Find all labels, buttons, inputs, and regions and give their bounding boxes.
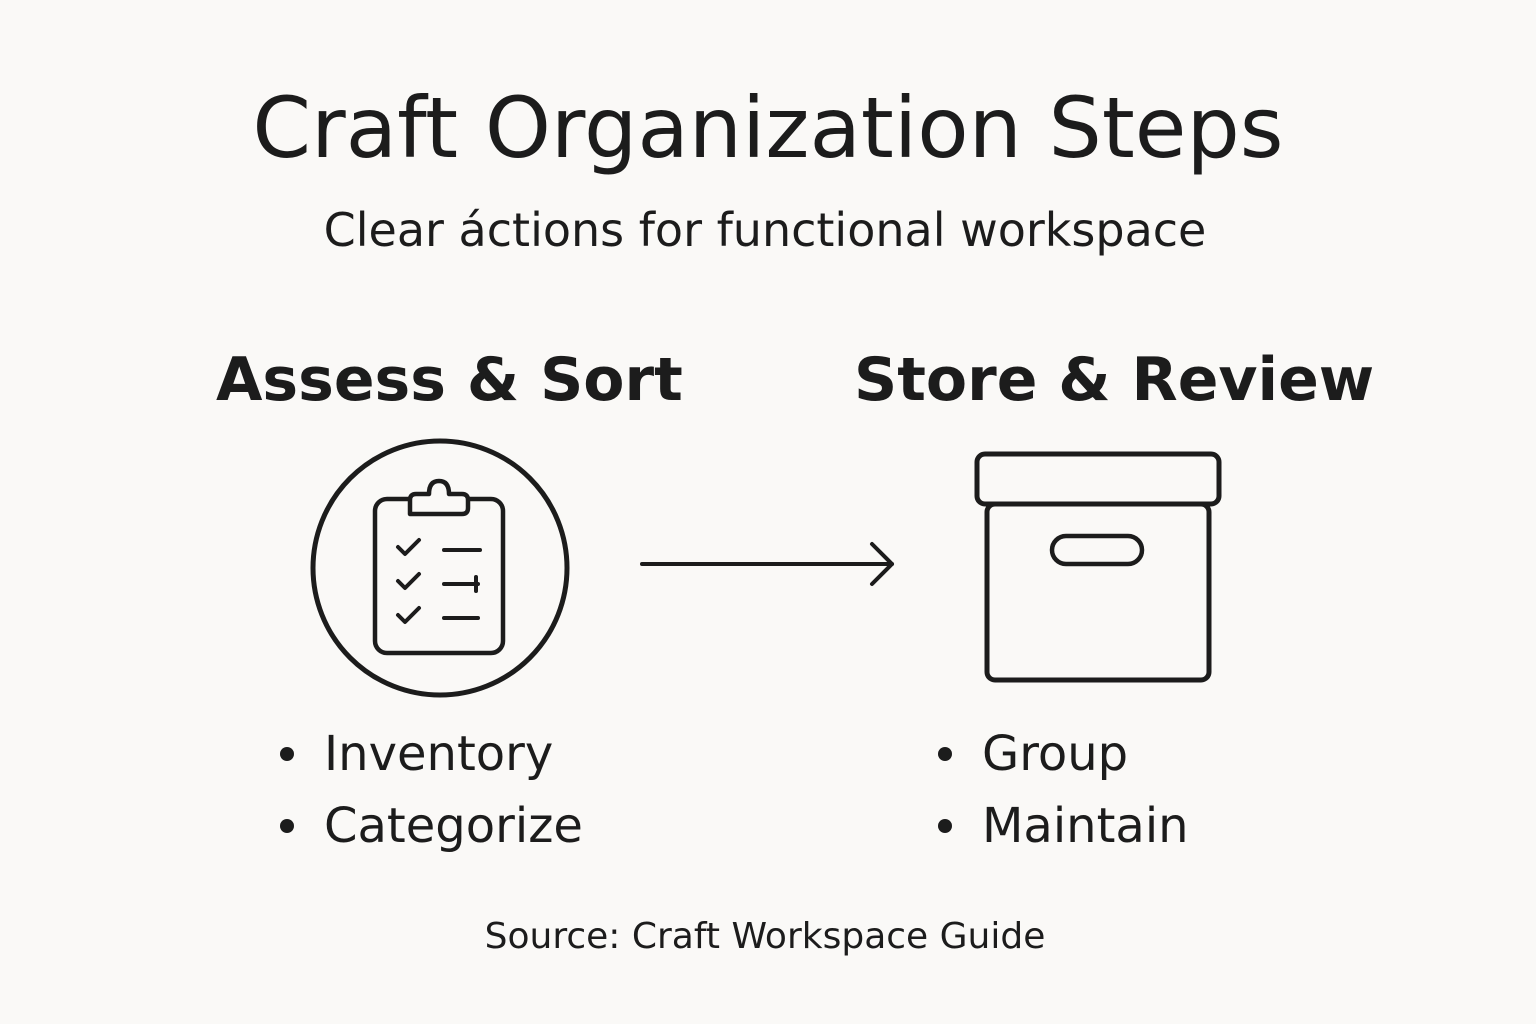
store-review-bullet-list: Group Maintain: [934, 718, 1189, 862]
bullet-label: Inventory: [324, 726, 554, 782]
list-item: Maintain: [934, 790, 1189, 862]
bullet-dot: [280, 819, 294, 833]
page-subtitle: Clear áctions for functional workspace: [323, 203, 1207, 257]
arrow-right-icon: [640, 542, 894, 586]
bullet-dot: [938, 819, 952, 833]
storage-box-icon: [974, 451, 1222, 683]
page-title: Craft Organization Steps: [252, 79, 1284, 177]
step-heading-store-review: Store & Review: [854, 345, 1375, 415]
bullet-label: Categorize: [324, 798, 583, 854]
bullet-label: Maintain: [982, 798, 1189, 854]
bullet-label: Group: [982, 726, 1129, 782]
clipboard-checklist-icon: [310, 438, 570, 698]
source-caption: Source: Craft Workspace Guide: [484, 916, 1046, 957]
bullet-dot: [938, 747, 952, 761]
list-item: Inventory: [276, 718, 583, 790]
list-item: Categorize: [276, 790, 583, 862]
assess-sort-bullet-list: Inventory Categorize: [276, 718, 583, 862]
bullet-dot: [280, 747, 294, 761]
step-heading-assess-sort: Assess & Sort: [216, 345, 683, 415]
list-item: Group: [934, 718, 1189, 790]
